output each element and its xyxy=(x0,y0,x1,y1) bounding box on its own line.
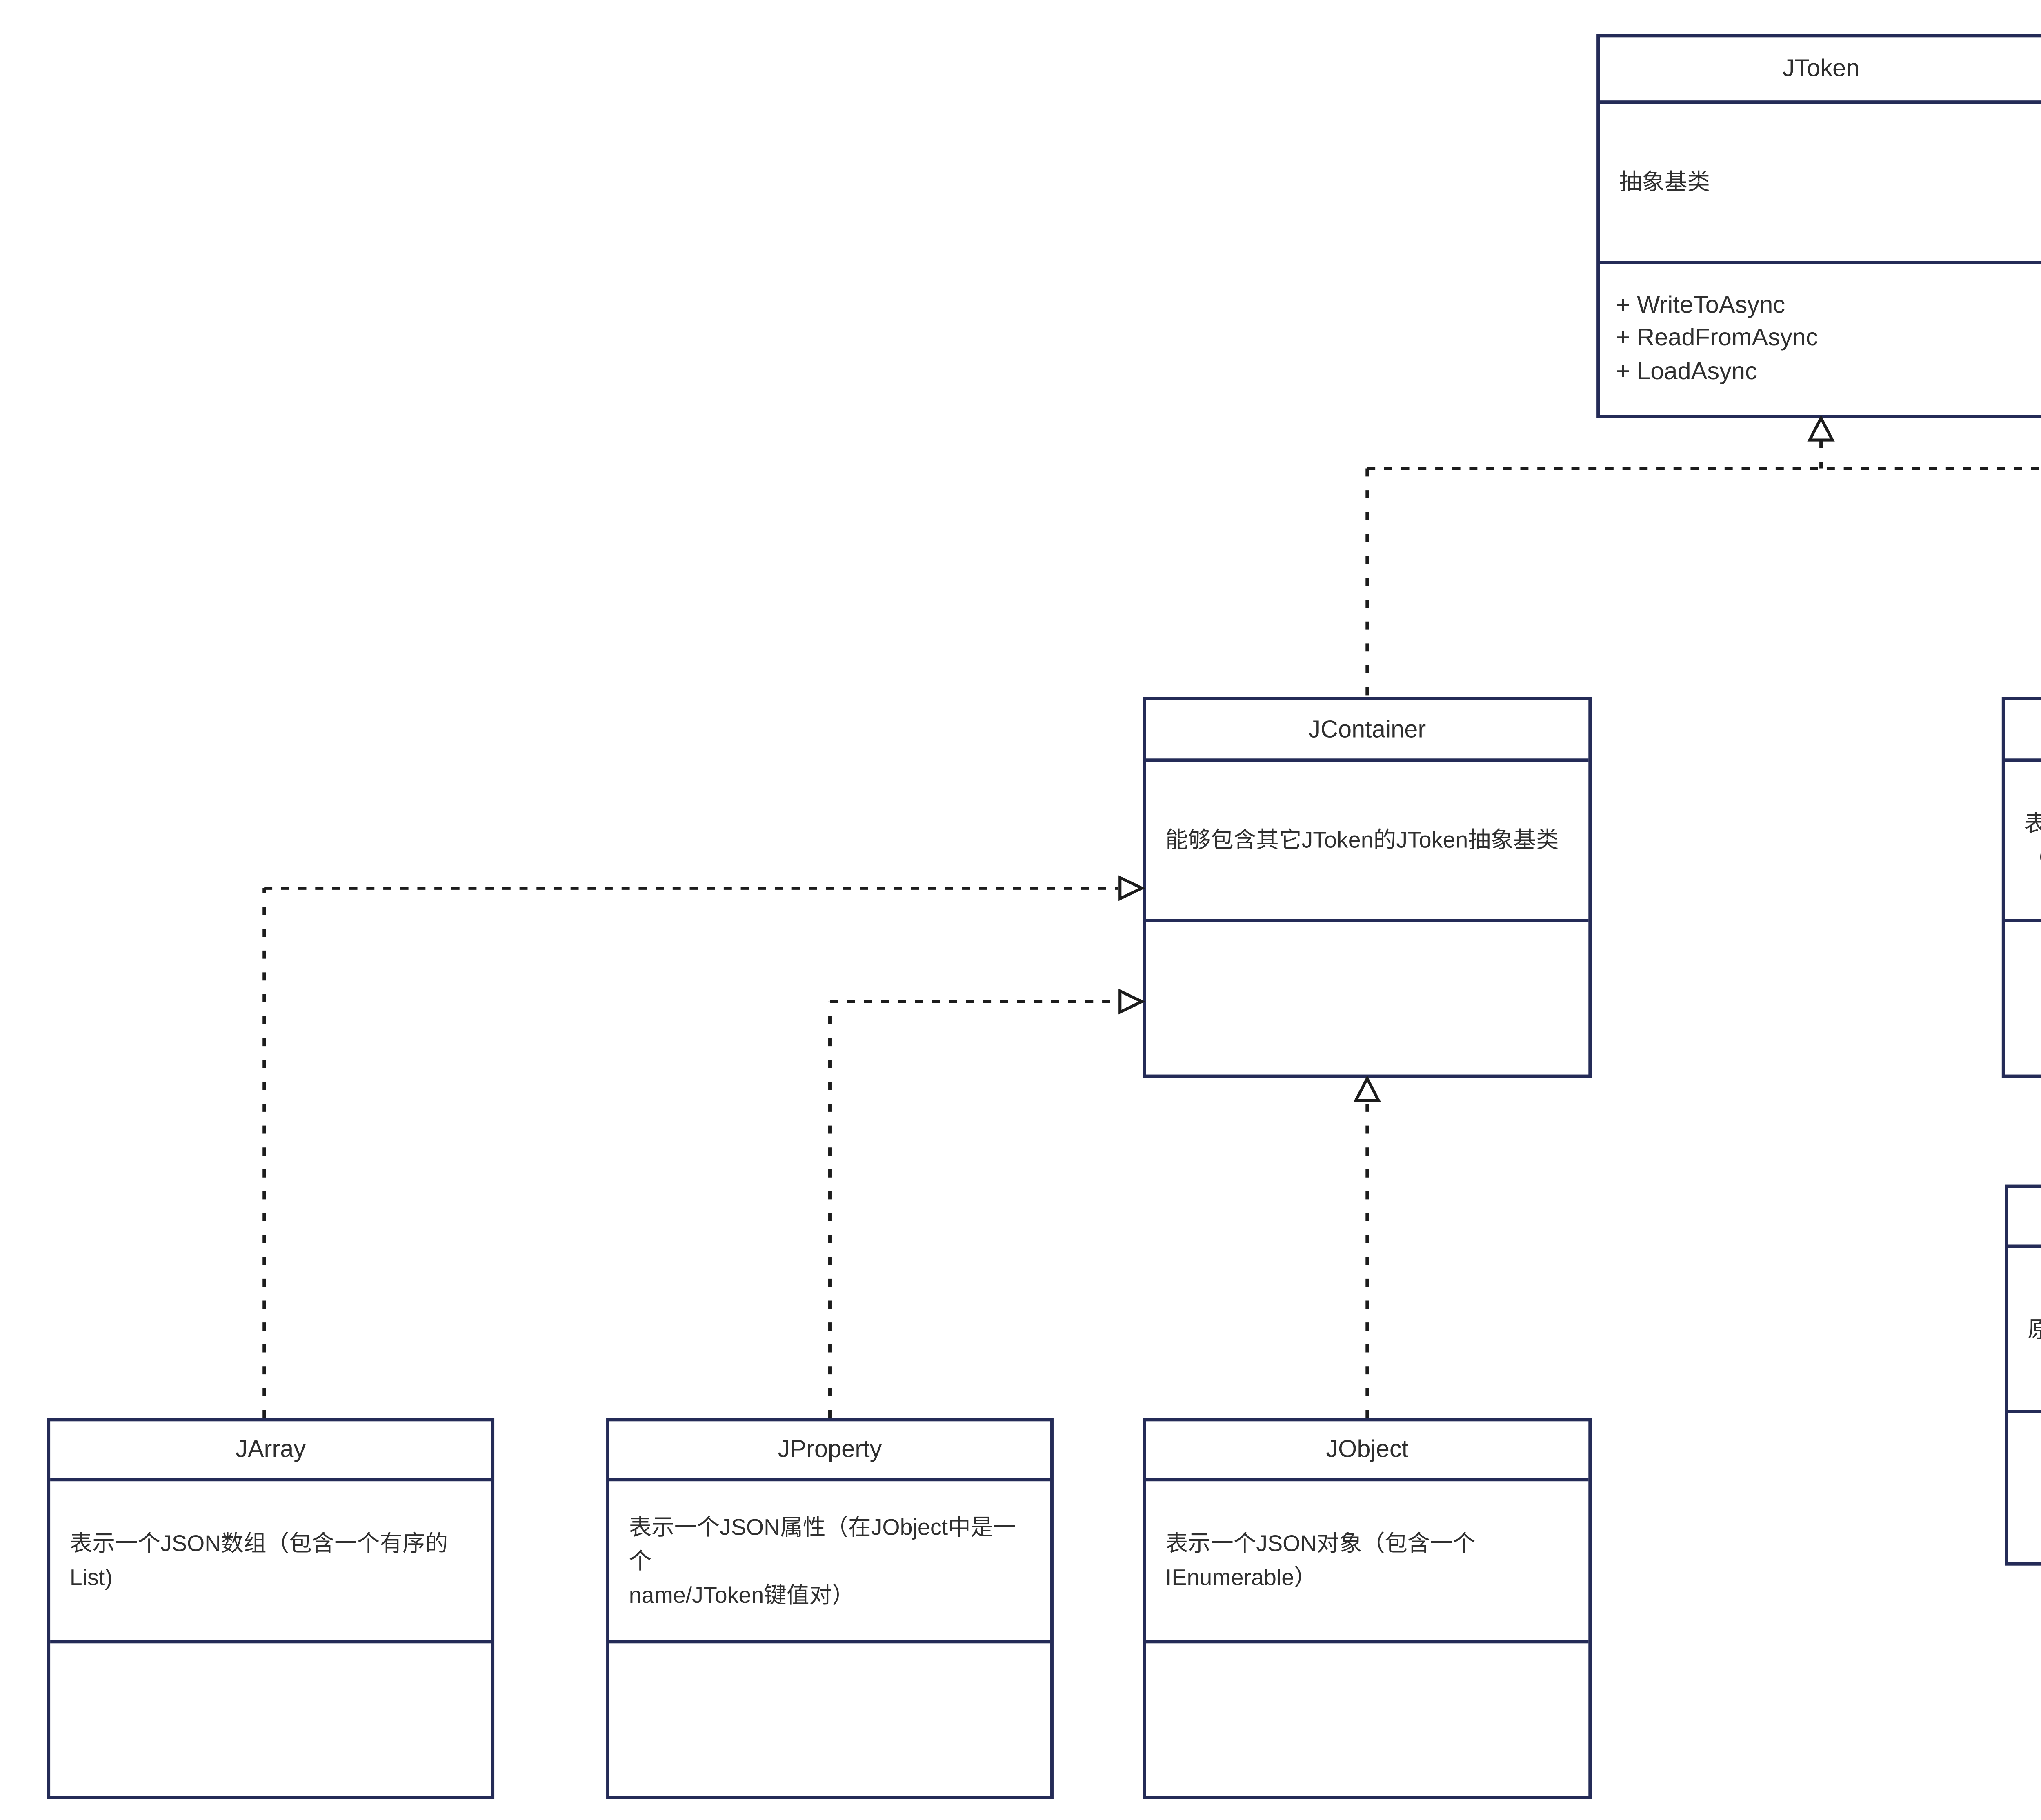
inheritance-arrowhead-icon xyxy=(1807,415,1835,442)
class-box-jcontainer: JContainer 能够包含其它JToken的JToken抽象基类 xyxy=(1143,697,1592,1078)
class-box-jraw: JRaw 原始值 xyxy=(2005,1184,2041,1566)
class-box-jproperty: JProperty 表示一个JSON属性（在JObject中是一个 name/J… xyxy=(606,1418,1054,1799)
class-description: 表示一个原生JSON值 （string,number,boolean,null) xyxy=(2005,762,2041,922)
member-item: + ReadFromAsync xyxy=(1616,324,1818,352)
inheritance-arrowhead-icon xyxy=(1118,875,1145,901)
relation-jcontainer-to-jtoken xyxy=(1365,415,2041,697)
class-box-jvalue: JValue 表示一个原生JSON值 （string,number,boolea… xyxy=(2001,697,2041,1078)
class-description: 能够包含其它JToken的JToken抽象基类 xyxy=(1146,762,1589,922)
relation-jobject-to-jcontainer xyxy=(1353,1075,1381,1418)
class-description: 抽象基类 xyxy=(1600,104,2041,264)
class-members: + WriteToAsync + ReadFromAsync + LoadAsy… xyxy=(1600,264,2041,415)
class-title: JProperty xyxy=(609,1421,1051,1482)
class-title: JToken xyxy=(1600,37,2041,104)
class-members xyxy=(2008,1413,2041,1562)
class-members xyxy=(2005,922,2041,1074)
member-item: + LoadAsync xyxy=(1616,358,1757,386)
class-box-jarray: JArray 表示一个JSON数组（包含一个有序的 List) xyxy=(47,1418,495,1799)
inheritance-arrowhead-icon xyxy=(1118,989,1145,1015)
class-box-jtoken: JToken 抽象基类 + WriteToAsync + ReadFromAsy… xyxy=(1596,34,2041,418)
class-title: JValue xyxy=(2005,700,2041,762)
relation-jproperty-to-jcontainer xyxy=(828,989,1145,1418)
class-members xyxy=(1146,1643,1588,1796)
relation-jarray-to-jcontainer xyxy=(262,875,1145,1418)
class-description: 表示一个JSON数组（包含一个有序的 List) xyxy=(50,1481,491,1644)
class-title: JRaw xyxy=(2008,1188,2041,1248)
class-box-jobject: JObject 表示一个JSON对象（包含一个 IEnumerable） xyxy=(1143,1418,1592,1799)
class-members xyxy=(609,1643,1050,1796)
class-description: 表示一个JSON属性（在JObject中是一个 name/JToken键值对） xyxy=(609,1481,1051,1644)
class-members xyxy=(1146,922,1588,1074)
class-title: JObject xyxy=(1146,1421,1589,1482)
class-title: JContainer xyxy=(1146,700,1589,762)
class-title: JArray xyxy=(50,1421,491,1482)
inheritance-arrowhead-icon xyxy=(1353,1075,1381,1102)
class-description: 表示一个JSON对象（包含一个 IEnumerable） xyxy=(1146,1481,1589,1644)
class-members xyxy=(50,1643,491,1796)
class-description: 原始值 xyxy=(2008,1248,2041,1413)
member-item: + WriteToAsync xyxy=(1616,291,1785,319)
